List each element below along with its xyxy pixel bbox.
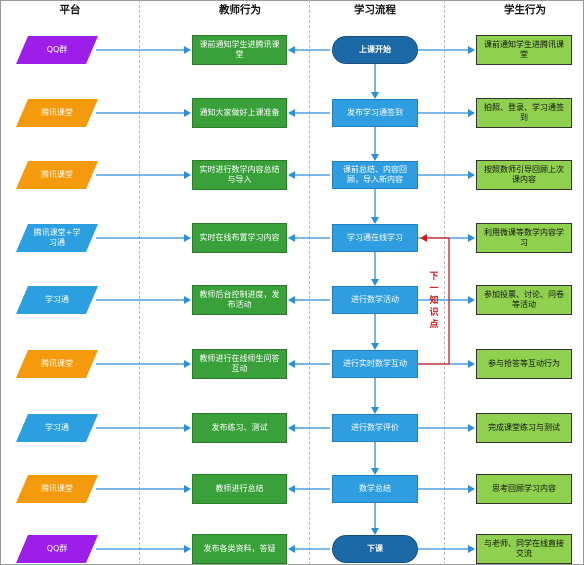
platform-label: QQ群 bbox=[46, 45, 68, 54]
platform-shape: 学习通 bbox=[16, 414, 98, 442]
process-step-box: 课前总结、内容回顾，导入新内容 bbox=[332, 161, 418, 189]
platform-label: 腾讯课堂+学习通 bbox=[33, 228, 81, 247]
student-action-box: 与老师、同学在线直接交流 bbox=[476, 534, 572, 564]
platform-label: 学习通 bbox=[45, 295, 69, 304]
student-action-box: 思考回顾学习内容 bbox=[476, 474, 572, 504]
header-platform: 平台 bbox=[59, 4, 81, 16]
student-action-box: 课前通知学生进腾讯课堂 bbox=[476, 35, 572, 65]
teacher-action-box: 实时在线布置学习内容 bbox=[192, 223, 287, 253]
platform-label: 腾讯课堂 bbox=[41, 484, 73, 493]
student-action-box: 按照数师引导回顾上次课内容 bbox=[476, 160, 572, 190]
platform-shape: 腾讯课堂+学习通 bbox=[16, 224, 98, 252]
platform-label: 腾讯课堂 bbox=[41, 170, 73, 179]
teacher-action-box: 教师后台控制进度，发布活动 bbox=[192, 285, 287, 315]
student-action-box: 利用微课等数学内容学习 bbox=[476, 223, 572, 253]
teacher-action-box: 通知大家做好上课准备 bbox=[192, 98, 287, 128]
process-step-box: 数学总结 bbox=[332, 475, 418, 503]
process-step-box: 进行数学评价 bbox=[332, 414, 418, 442]
column-divider bbox=[139, 0, 140, 565]
column-divider bbox=[444, 0, 445, 565]
teacher-action-box: 教师进行在线师生问答互动 bbox=[192, 349, 287, 379]
platform-label: 腾讯课堂 bbox=[41, 108, 73, 117]
teacher-action-box: 课前通知学生进腾讯课堂 bbox=[192, 35, 287, 65]
process-step-box: 进行数学活动 bbox=[332, 286, 418, 314]
process-step-box: 发布学习通签到 bbox=[332, 99, 418, 127]
platform-shape: 腾讯课堂 bbox=[16, 161, 98, 189]
process-terminal: 上课开始 bbox=[332, 36, 418, 64]
teacher-action-box: 发布各类资料，答疑 bbox=[192, 534, 287, 564]
loop-label: 下一知识点 bbox=[429, 272, 439, 330]
student-action-box: 参与抢答等互动行为 bbox=[476, 349, 572, 379]
teacher-action-box: 发布练习、测试 bbox=[192, 413, 287, 443]
student-action-box: 参加投票、讨论、问卷等活动 bbox=[476, 285, 572, 315]
platform-shape: QQ群 bbox=[16, 36, 98, 64]
header-teacher: 教师行为 bbox=[219, 4, 261, 16]
process-step-box: 学习通在线学习 bbox=[332, 224, 418, 252]
platform-shape: 腾讯课堂 bbox=[16, 350, 98, 378]
platform-shape: QQ群 bbox=[16, 535, 98, 563]
teacher-action-box: 教师进行总结 bbox=[192, 474, 287, 504]
teacher-action-box: 实时进行数学内容总结与导入 bbox=[192, 160, 287, 190]
platform-label: 腾讯课堂 bbox=[41, 359, 73, 368]
student-action-box: 拍照、登录、学习通签到 bbox=[476, 98, 572, 128]
loop-back-arrow bbox=[418, 234, 450, 365]
platform-label: QQ群 bbox=[46, 544, 68, 553]
process-terminal: 下课 bbox=[332, 535, 418, 563]
header-student: 学生行为 bbox=[504, 4, 546, 16]
platform-shape: 学习通 bbox=[16, 286, 98, 314]
platform-label: 学习通 bbox=[45, 423, 69, 432]
student-action-box: 完成课堂练习与测试 bbox=[476, 413, 572, 443]
platform-shape: 腾讯课堂 bbox=[16, 475, 98, 503]
header-process: 学习流程 bbox=[354, 4, 396, 16]
column-divider bbox=[309, 0, 310, 565]
process-step-box: 进行实时数学互动 bbox=[332, 350, 418, 378]
platform-shape: 腾讯课堂 bbox=[16, 99, 98, 127]
